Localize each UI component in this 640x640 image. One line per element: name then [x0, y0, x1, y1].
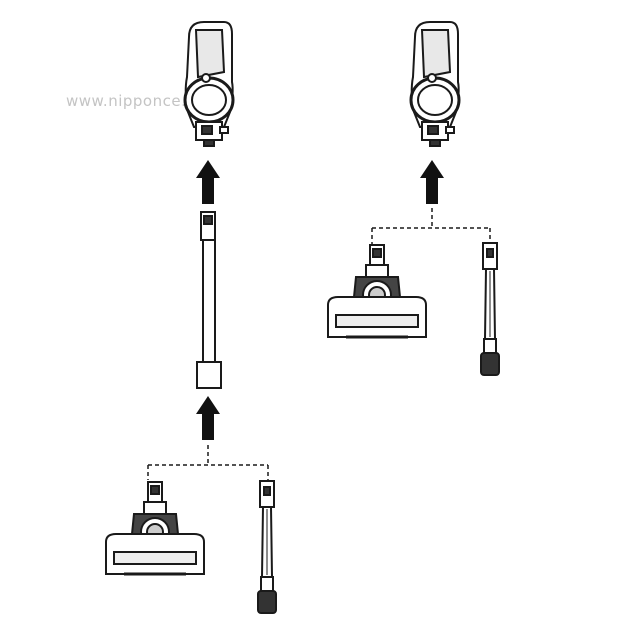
extension-tube [196, 211, 222, 389]
arrow-up-icon [196, 160, 220, 204]
connector-dashed-line [147, 445, 269, 480]
handheld-unit-right [409, 20, 461, 148]
connector-dashed-line [371, 208, 491, 244]
watermark: www.nipponce.cz [66, 92, 204, 110]
arrow-up-icon [196, 396, 220, 440]
floor-brush-left [104, 480, 206, 576]
arrow-up-icon [420, 160, 444, 204]
handheld-unit-left [183, 20, 235, 148]
floor-brush-right [326, 243, 428, 339]
crevice-tool-left [257, 480, 277, 614]
crevice-tool-right [480, 242, 500, 376]
